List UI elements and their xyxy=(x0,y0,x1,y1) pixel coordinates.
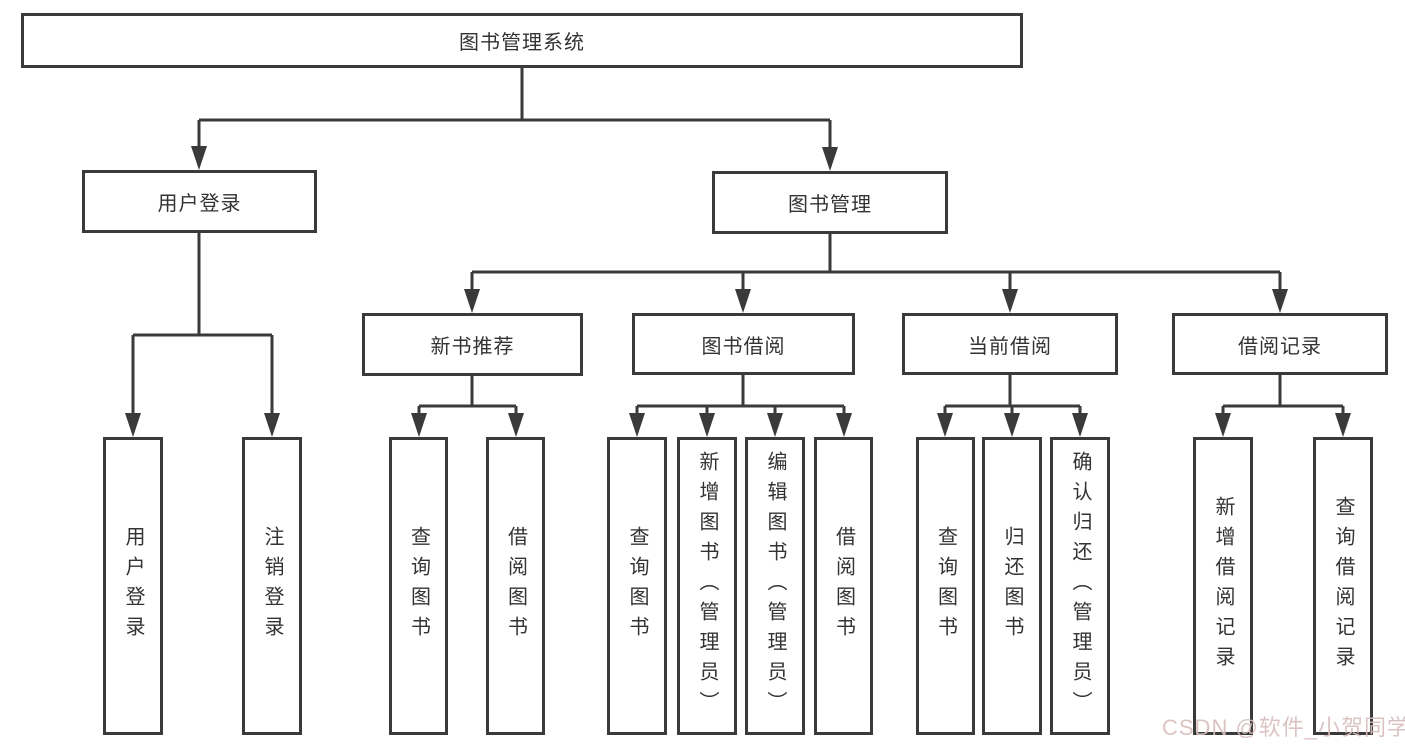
leaf-borrow-book: 借阅图书 xyxy=(814,437,873,735)
connector-borrowrec-leaves xyxy=(1221,375,1345,433)
node-root-system: 图书管理系统 xyxy=(21,13,1023,68)
leaf-borrow-add-admin: 新增图书（管理员） xyxy=(677,437,737,735)
node-book-management: 图书管理 xyxy=(712,171,948,234)
leaf-borrow-query: 查询图书 xyxy=(607,437,667,735)
leaf-return-book: 归还图书 xyxy=(982,437,1042,735)
leaf-logout: 注销登录 xyxy=(242,437,302,735)
csdn-watermark: CSDN @软件_小贺同学 xyxy=(1162,715,1405,740)
node-borrow-record: 借阅记录 xyxy=(1172,313,1388,375)
leaf-current-query: 查询图书 xyxy=(916,437,975,735)
node-current-borrow: 当前借阅 xyxy=(902,313,1118,375)
arrowheads xyxy=(125,146,1351,437)
connector-userlogin-leaves xyxy=(131,233,274,433)
leaf-borrow-edit-admin: 编辑图书（管理员） xyxy=(745,437,805,735)
leaf-confirm-return-admin: 确认归还（管理员） xyxy=(1050,437,1110,735)
connector-root-level2 xyxy=(197,68,832,167)
connector-newbook-leaves xyxy=(417,376,518,433)
leaf-record-add: 新增借阅记录 xyxy=(1193,437,1253,735)
node-user-login: 用户登录 xyxy=(82,170,317,233)
leaf-newbook-query: 查询图书 xyxy=(389,437,448,735)
node-book-borrow: 图书借阅 xyxy=(632,313,855,375)
connector-bookborrow-leaves xyxy=(635,375,846,433)
leaf-user-login: 用户登录 xyxy=(103,437,163,735)
connector-bookmgmt-level3 xyxy=(470,234,1282,309)
node-new-book-recommend: 新书推荐 xyxy=(362,313,583,376)
leaf-record-query: 查询借阅记录 xyxy=(1313,437,1373,735)
leaf-newbook-borrow: 借阅图书 xyxy=(486,437,545,735)
